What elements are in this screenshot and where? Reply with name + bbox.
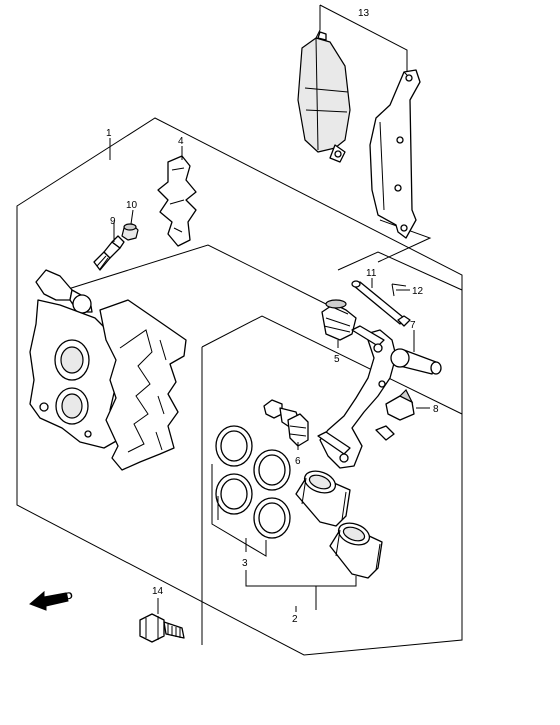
forward-arrow-label: FWD bbox=[49, 590, 74, 605]
callout-6: 6 bbox=[295, 456, 301, 467]
slide-pin-boot-6 bbox=[263, 399, 309, 447]
slide-pin-11 bbox=[351, 280, 411, 327]
callout-3: 3 bbox=[242, 558, 248, 569]
callout-2: 2 bbox=[292, 614, 298, 625]
callout-11: 11 bbox=[366, 268, 377, 279]
callout-12: 12 bbox=[412, 286, 424, 297]
caliper-bracket-7 bbox=[317, 325, 442, 469]
clip-8 bbox=[385, 388, 415, 421]
pin-retainer-12 bbox=[391, 283, 407, 297]
callout-14: 14 bbox=[152, 586, 164, 597]
mounting-bolt-14 bbox=[139, 613, 185, 643]
caliper-frame bbox=[64, 244, 331, 307]
callout-4: 4 bbox=[178, 136, 184, 147]
callout-8: 8 bbox=[433, 404, 439, 415]
callout-1: 1 bbox=[106, 128, 112, 139]
bleeder-valve-9 bbox=[93, 235, 125, 271]
callout-7: 7 bbox=[410, 320, 416, 331]
callout-labels: 1 2 3 4 5 6 7 8 9 10 11 12 13 14 bbox=[106, 8, 439, 625]
callout-10: 10 bbox=[126, 200, 138, 211]
caliper-body bbox=[29, 269, 187, 471]
assembly-box-2 bbox=[201, 315, 463, 645]
leader-lines bbox=[109, 29, 430, 614]
piston-seal-set-3 bbox=[215, 425, 291, 539]
pin-box bbox=[337, 251, 463, 291]
bleeder-cap-10 bbox=[121, 223, 139, 241]
forward-direction-arrow: FWD bbox=[29, 590, 74, 611]
piston-set-2 bbox=[295, 470, 383, 579]
brake-pad-front bbox=[297, 31, 351, 163]
callout-13: 13 bbox=[358, 8, 370, 19]
assembly-box-1 bbox=[16, 117, 463, 656]
pad-spring-4 bbox=[157, 155, 197, 247]
callout-9: 9 bbox=[110, 216, 116, 227]
brake-pad-rear bbox=[369, 69, 421, 239]
callout-5: 5 bbox=[334, 354, 340, 365]
slide-pin-boot-5 bbox=[321, 299, 357, 341]
